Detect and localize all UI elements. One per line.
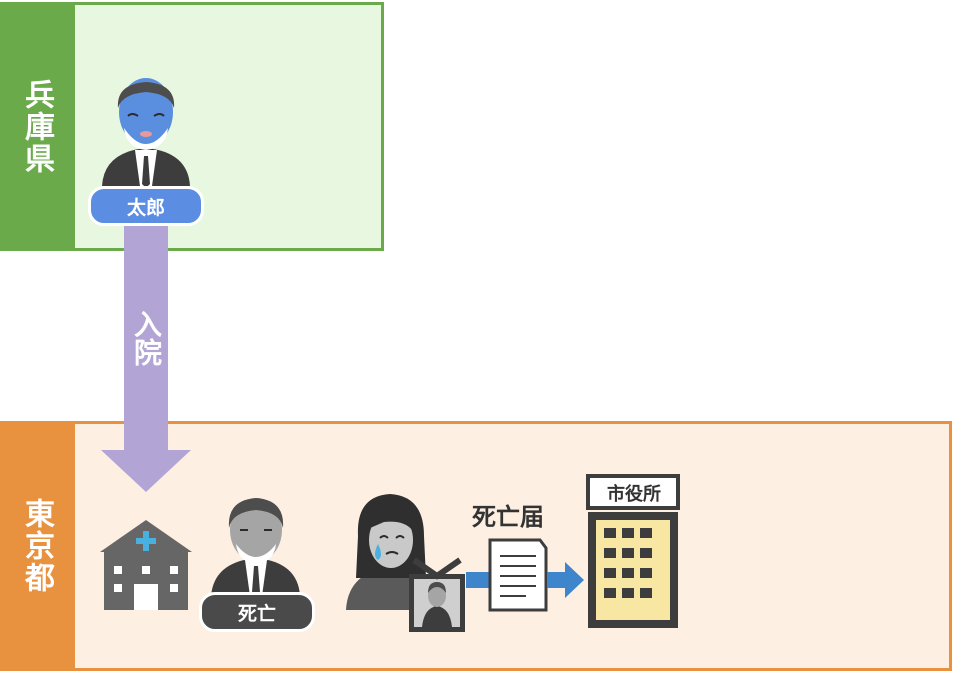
death-notice-label: 死亡届	[472, 503, 544, 531]
person-label-taro: 太郎	[88, 186, 204, 226]
hospitalization-arrow	[101, 222, 191, 492]
sick-man-icon	[102, 78, 190, 188]
city-hall-icon	[586, 474, 680, 628]
deceased-man-icon	[211, 498, 300, 596]
submit-arrow-1	[466, 572, 492, 588]
hospitalization-label-text: 入院	[130, 310, 163, 366]
status-label-deceased: 死亡	[199, 592, 315, 632]
memorial-portrait-icon	[409, 557, 465, 632]
hospital-icon	[100, 520, 192, 610]
region-label-tokyo-text: 東京都	[19, 498, 54, 594]
document-icon	[488, 538, 548, 612]
hospitalization-label: 入院	[126, 310, 166, 375]
region-label-tokyo: 東京都	[0, 421, 72, 671]
submit-arrow-2	[547, 562, 584, 598]
region-label-hyogo-text: 兵庫県	[19, 78, 54, 175]
city-hall-sign: 市役所	[607, 484, 661, 505]
region-label-hyogo: 兵庫県	[0, 2, 72, 251]
